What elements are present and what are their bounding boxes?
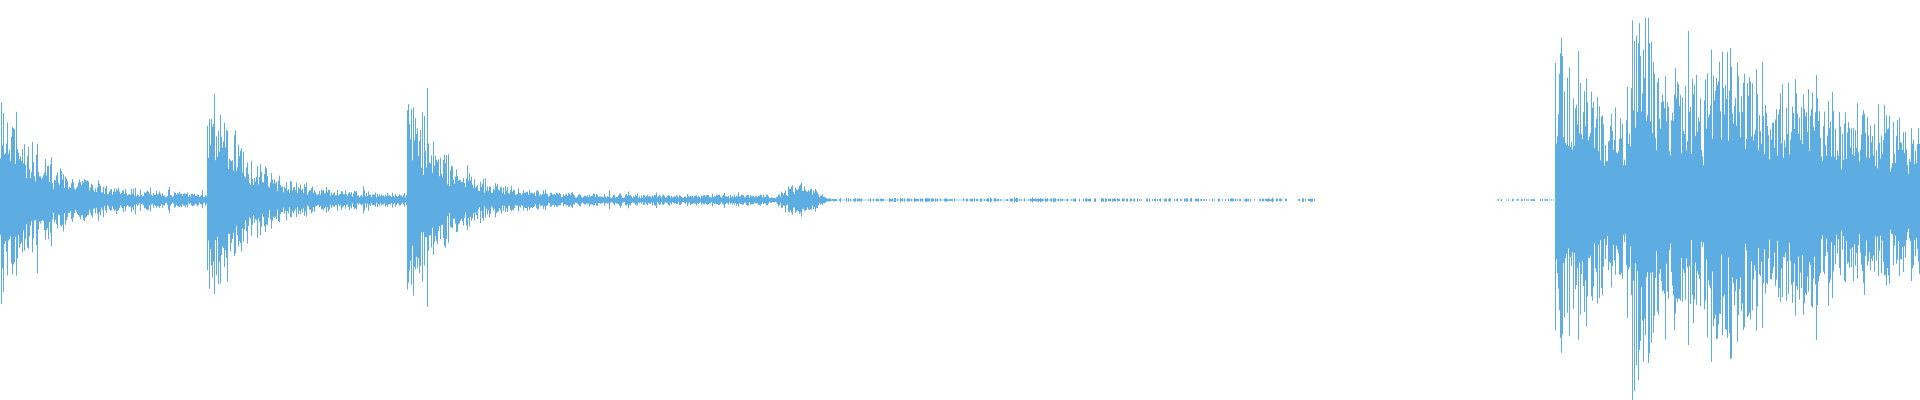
waveform-trace xyxy=(0,17,1920,400)
